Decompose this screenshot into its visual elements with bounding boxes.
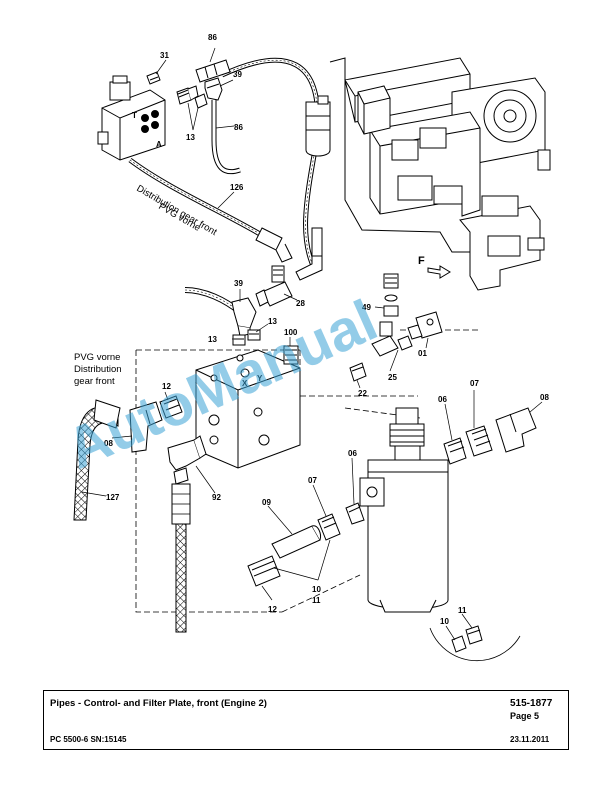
- callout-06-right: 06: [438, 395, 447, 404]
- elbow-39-top: [204, 77, 223, 101]
- hose-126: [128, 157, 272, 243]
- callout-12-lower: 12: [268, 605, 277, 614]
- callout-06-lower: 06: [348, 449, 357, 458]
- callout-22: 22: [358, 389, 367, 398]
- fitting-07-right: [465, 425, 493, 457]
- hose-end-126: [255, 227, 293, 263]
- callout-86-side: 86: [234, 123, 243, 132]
- callout-127: 127: [106, 493, 120, 502]
- callout-10-detail: 10: [440, 617, 449, 626]
- fittings-13-lower: [232, 329, 261, 346]
- port-letter-t: T: [132, 111, 137, 120]
- callout-126: 126: [230, 183, 244, 192]
- callout-01: 01: [418, 349, 427, 358]
- callout-100: 100: [284, 328, 298, 337]
- fitting-49: [383, 273, 399, 317]
- detail-fittings: [451, 625, 483, 653]
- fitting-12-upper: [159, 395, 183, 419]
- fitting-06-right: [443, 437, 467, 465]
- elbow-08-right: [495, 407, 537, 453]
- pvg-label-line2: Distribution: [74, 364, 122, 375]
- fitting-22: [349, 362, 367, 382]
- callout-31: 31: [160, 51, 169, 60]
- hose-127: [73, 399, 121, 521]
- pipe-86-down: [211, 100, 241, 175]
- mounting-plate-outline: [329, 57, 470, 253]
- solenoid-block-top: [357, 85, 391, 135]
- pump-assembly: [344, 57, 551, 291]
- callout-39-lower: 39: [234, 279, 243, 288]
- hose-39-lower: [184, 287, 242, 315]
- callout-86-top: 86: [208, 33, 217, 42]
- callout-39-top: 39: [233, 70, 242, 79]
- filter-small-top: [305, 95, 331, 157]
- pvg-label-line3: gear front: [74, 376, 115, 387]
- model-serial: PC 5500-6 SN:15145: [50, 735, 127, 744]
- fitting-92: [167, 435, 207, 485]
- callout-09: 09: [262, 498, 271, 507]
- callout-11-detail: 11: [458, 606, 467, 615]
- fitting-07-lower: [317, 513, 341, 541]
- date: 23.11.2011: [510, 735, 550, 744]
- callout-08-right: 08: [540, 393, 549, 402]
- hose-end-right: [295, 227, 323, 281]
- fitting-31: [146, 71, 161, 85]
- distribution-plate: [195, 349, 301, 469]
- detail-circle: [429, 627, 521, 662]
- direction-letter: F: [418, 255, 425, 267]
- direction-arrow: [427, 265, 451, 279]
- callout-11-lower: 11: [312, 596, 321, 605]
- control-valve: [97, 75, 166, 161]
- parts-diagram: T A: [57, 33, 551, 662]
- callout-25: 25: [388, 373, 397, 382]
- doc-number: 515-1877: [510, 698, 553, 709]
- pipe-09: [271, 525, 321, 559]
- page-number: Page 5: [510, 711, 540, 721]
- tee-fitting-25: [371, 321, 413, 357]
- callout-07-right: 07: [470, 379, 479, 388]
- fitting-12-lower: [247, 555, 281, 587]
- filter-housing: [359, 407, 449, 613]
- port-letter-y: Y: [257, 374, 263, 383]
- tee-fitting-28: [255, 265, 293, 307]
- drawing-title: Pipes - Control- and Filter Plate, front…: [50, 698, 267, 709]
- port-letter-a: A: [156, 140, 162, 149]
- title-block: Pipes - Control- and Filter Plate, front…: [43, 690, 569, 750]
- fitting-13-pair: [176, 85, 208, 109]
- callout-28: 28: [296, 299, 305, 308]
- callout-07-lower: 07: [308, 476, 317, 485]
- callout-13-left: 13: [208, 335, 217, 344]
- callout-12-upper: 12: [162, 382, 171, 391]
- callout-13-top: 13: [186, 133, 195, 142]
- pvg-label-line1: PVG vorne: [74, 352, 120, 363]
- callout-10-lower: 10: [312, 585, 321, 594]
- callout-92: 92: [212, 493, 221, 502]
- callout-08-left: 08: [104, 439, 113, 448]
- elbow-08-left: [129, 401, 163, 453]
- hose-end-86: [195, 59, 231, 83]
- callout-13-right: 13: [268, 317, 277, 326]
- port-letter-x: X: [242, 379, 248, 388]
- hose-92: [171, 483, 191, 633]
- callout-49: 49: [362, 303, 371, 312]
- leader-lines: [81, 47, 543, 641]
- fitting-100: [283, 345, 299, 365]
- fitting-06-lower: [345, 502, 365, 525]
- elbow-39-lower: [231, 297, 257, 337]
- valve-01: [407, 311, 443, 340]
